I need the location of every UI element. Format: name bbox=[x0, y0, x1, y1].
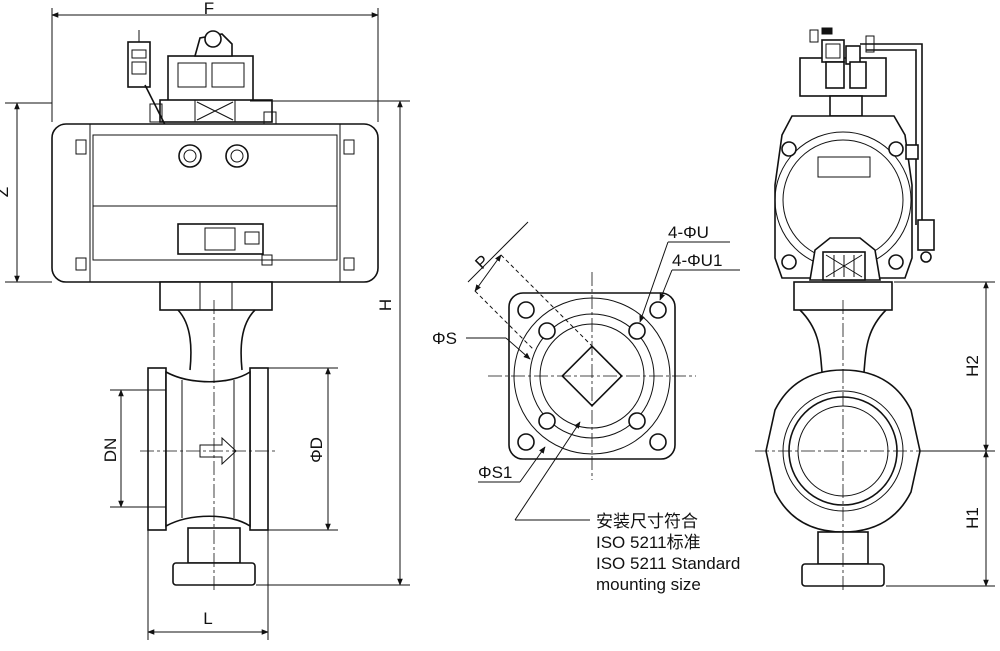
iso-standard-note: 安装尺寸符合 ISO 5211标准 ISO 5211 Standard moun… bbox=[596, 512, 740, 594]
pneumatic-actuator bbox=[51, 123, 379, 283]
dim-label-phiS1: ΦS1 bbox=[478, 463, 512, 482]
note-line-2: ISO 5211标准 bbox=[596, 533, 701, 552]
side-actuator bbox=[774, 115, 935, 281]
dim-label-phiD: ΦD bbox=[307, 437, 326, 463]
side-positioner bbox=[799, 27, 923, 225]
dim-label-H2: H2 bbox=[963, 355, 982, 377]
dim-label-P: P bbox=[471, 251, 492, 272]
dim-label-phiS: ΦS bbox=[432, 329, 457, 348]
note-line-1: 安装尺寸符合 bbox=[596, 512, 698, 531]
dim-label-4-phiU: 4-ΦU bbox=[668, 223, 709, 242]
front-view: F Z H DN ΦD L bbox=[0, 0, 410, 640]
positioner-top bbox=[127, 30, 277, 223]
dim-label-H1: H1 bbox=[963, 507, 982, 529]
dim-label-Z: Z bbox=[0, 187, 12, 197]
note-line-4: mounting size bbox=[596, 575, 701, 594]
dim-label-F: F bbox=[204, 0, 214, 18]
dim-label-H: H bbox=[376, 299, 395, 311]
dim-label-4-phiU1: 4-ΦU1 bbox=[672, 251, 722, 270]
side-view: H2 H1 bbox=[755, 27, 995, 592]
neck-flange bbox=[159, 281, 273, 371]
dim-label-DN: DN bbox=[101, 438, 120, 463]
dim-label-L: L bbox=[203, 609, 212, 628]
iso-flange-detail: P ΦS ΦS1 4-ΦU 4-ΦU1 bbox=[432, 221, 740, 521]
note-line-3: ISO 5211 Standard bbox=[596, 554, 740, 573]
valve-body-side bbox=[147, 367, 269, 586]
